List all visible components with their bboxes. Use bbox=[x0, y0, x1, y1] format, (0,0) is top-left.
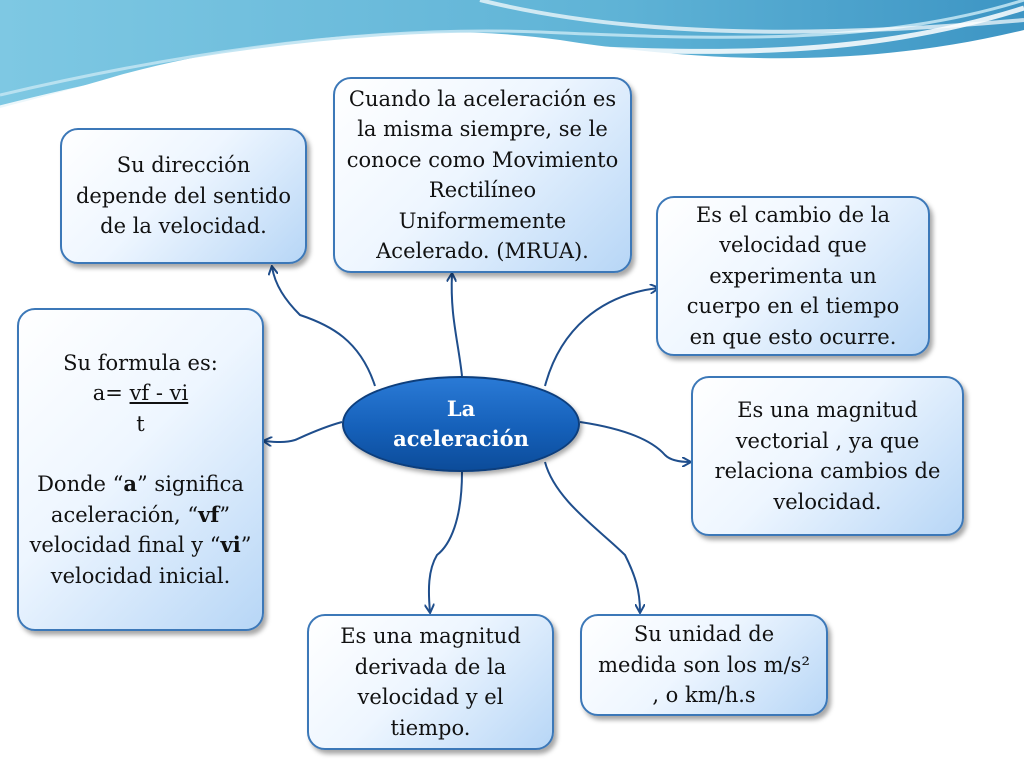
node-definition: Es el cambio de la velocidad que experim… bbox=[656, 196, 930, 356]
node-direction: Su dirección depende del sentido de la v… bbox=[60, 128, 307, 264]
node-unit: Su unidad de medida son los m/s² , o km/… bbox=[580, 614, 828, 716]
formula-equation: a= vf - vi bbox=[27, 378, 254, 409]
central-node: La aceleración bbox=[342, 376, 580, 472]
formula-lhs: a= bbox=[92, 381, 130, 406]
node-formula: Su formula es: a= vf - vi t Donde “a” si… bbox=[17, 308, 264, 631]
formula-var-vf: vf bbox=[198, 501, 220, 527]
node-vectorial: Es una magnitud vectorial , ya que relac… bbox=[691, 376, 964, 536]
node-unit-text: Su unidad de medida son los m/s² , o km/… bbox=[598, 622, 810, 708]
central-node-line2: aceleración bbox=[393, 426, 529, 451]
node-mrua-text: Cuando la aceleración es la misma siempr… bbox=[346, 86, 619, 264]
node-derived: Es una magnitud derivada de la velocidad… bbox=[307, 614, 554, 750]
formula-text-1: Donde “ bbox=[37, 472, 124, 497]
formula-text-2: ” significa aceleración, “ bbox=[50, 472, 244, 527]
arrow-to-unit bbox=[544, 461, 640, 612]
node-mrua: Cuando la aceleración es la misma siempr… bbox=[333, 77, 632, 273]
node-definition-text: Es el cambio de la velocidad que experim… bbox=[686, 202, 900, 349]
node-direction-text: Su dirección depende del sentido de la v… bbox=[75, 153, 292, 239]
arrow-to-mrua bbox=[452, 274, 463, 377]
formula-numerator: vf - vi bbox=[129, 381, 189, 406]
formula-text-3: ” velocidad final y “ bbox=[29, 502, 231, 558]
formula-var-vi: vi bbox=[220, 532, 241, 558]
arrow-to-vectorial bbox=[579, 421, 690, 462]
arrow-to-direction bbox=[272, 267, 376, 387]
formula-var-a: a bbox=[123, 471, 137, 497]
formula-explanation: Donde “a” significa aceleración, “vf” ve… bbox=[27, 469, 254, 591]
formula-intro: Su formula es: bbox=[63, 350, 218, 375]
node-vectorial-text: Es una magnitud vectorial , ya que relac… bbox=[714, 398, 941, 514]
arrow-to-formula bbox=[264, 421, 343, 442]
node-derived-text: Es una magnitud derivada de la velocidad… bbox=[340, 624, 521, 740]
formula-denominator: t bbox=[136, 411, 145, 436]
arrow-to-definition bbox=[544, 288, 658, 387]
arrow-to-derived bbox=[429, 471, 463, 612]
header-wave-banner bbox=[0, 0, 1024, 111]
central-node-line1: La bbox=[446, 396, 476, 421]
formula-text-4: ” velocidad inicial. bbox=[50, 533, 252, 588]
